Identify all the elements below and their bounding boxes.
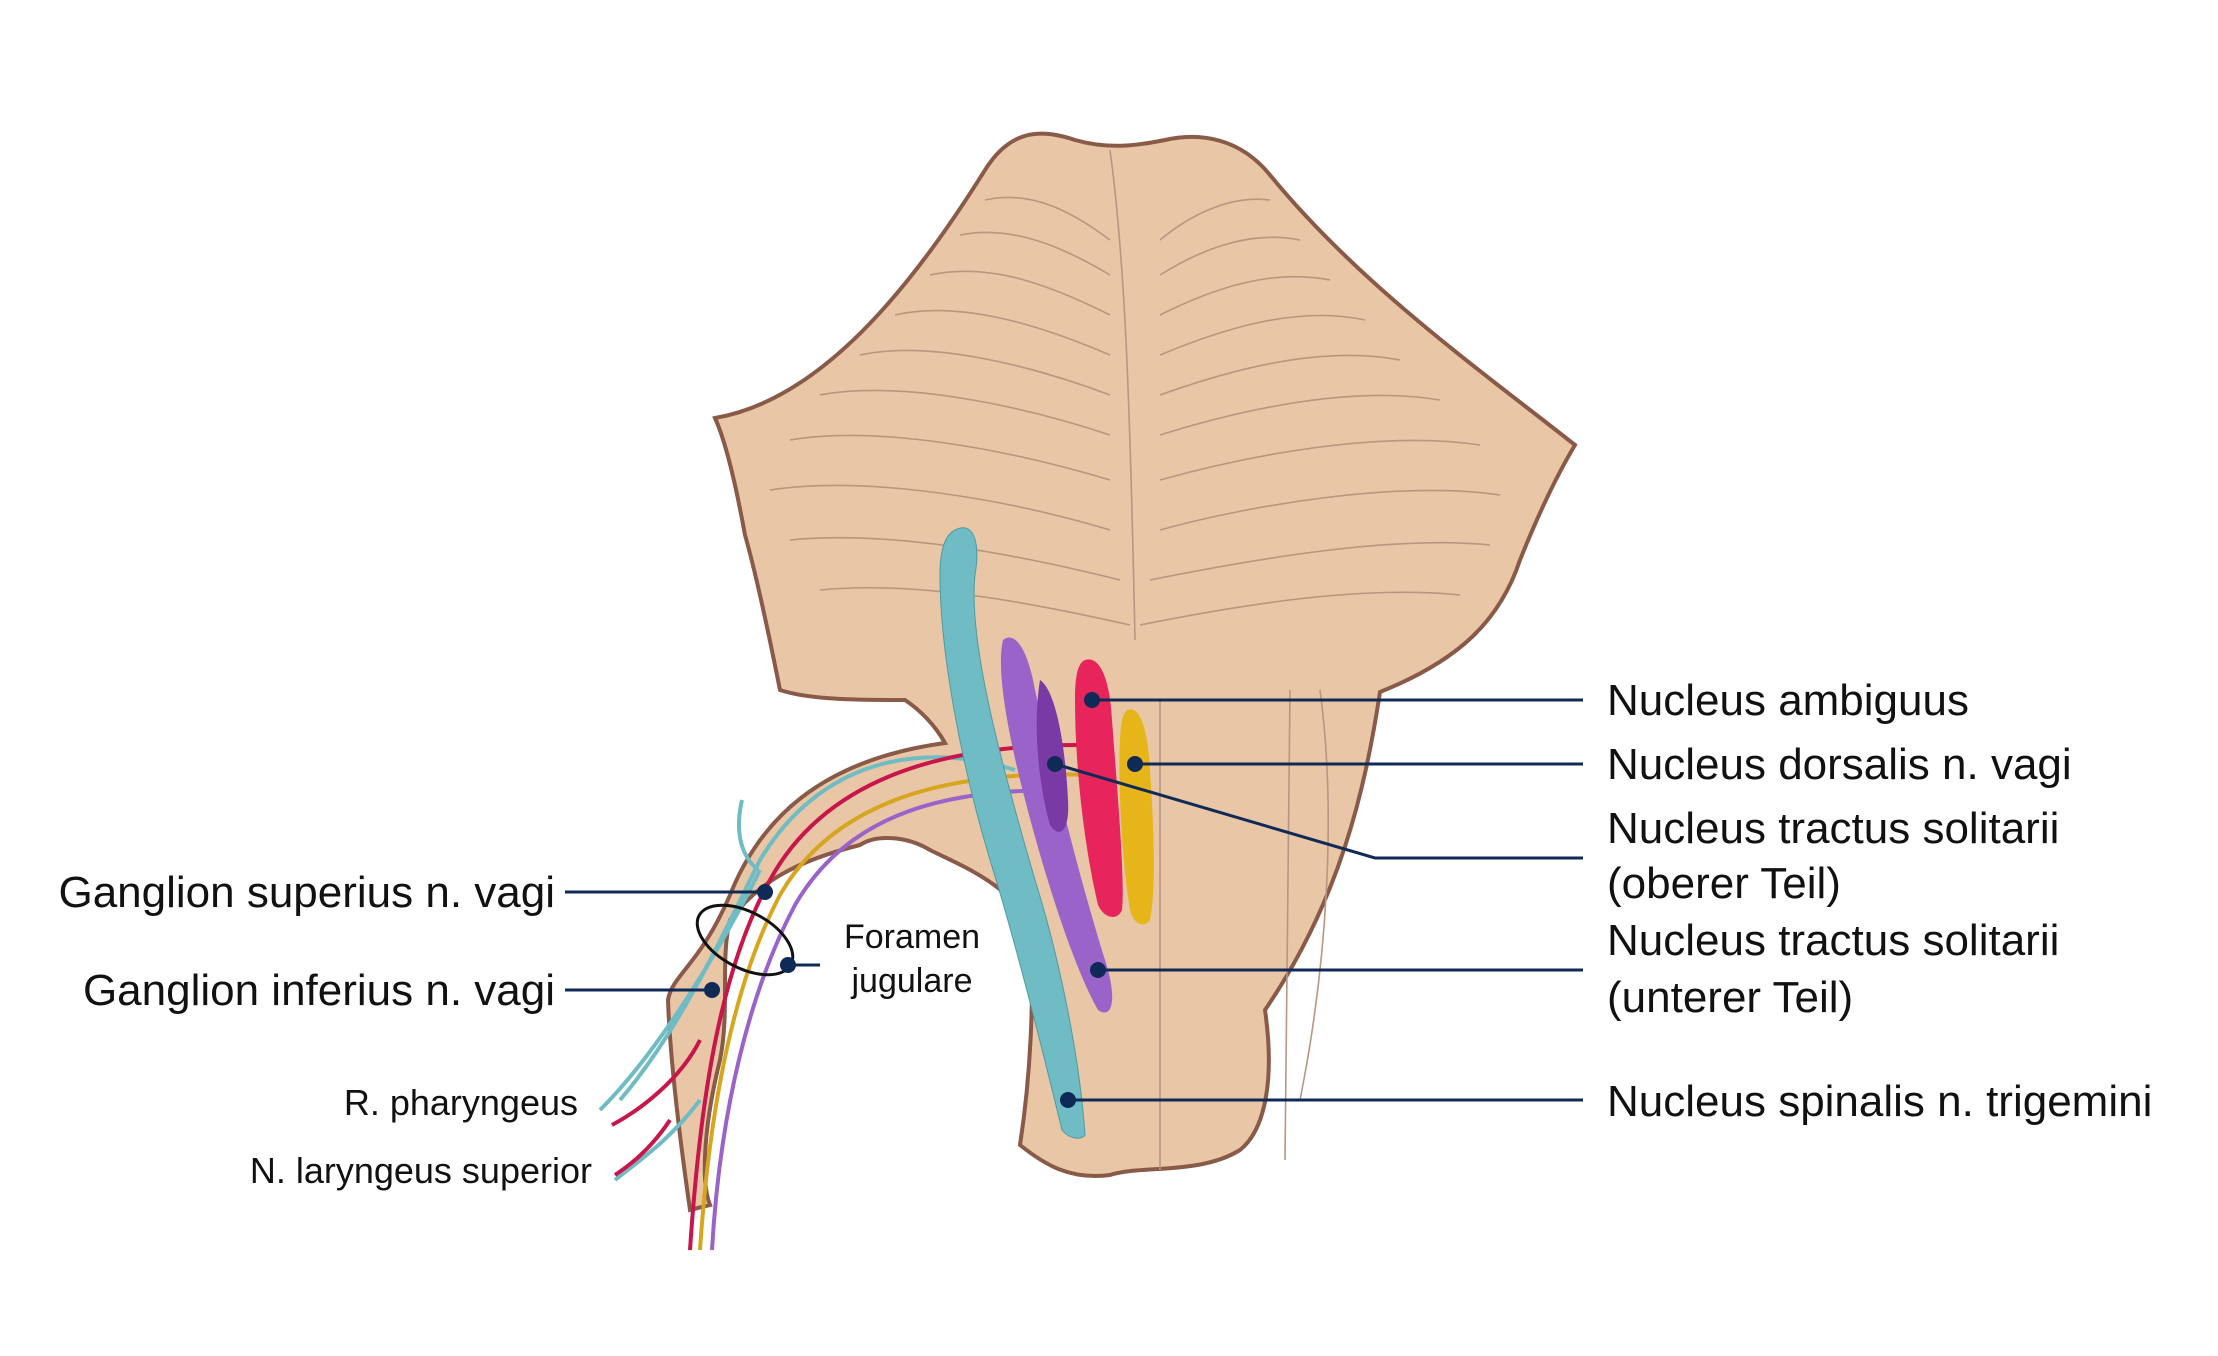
- dot-nucleus-dorsalis: [1127, 756, 1143, 772]
- label-tractus-unterer-1: Nucleus tractus solitarii: [1607, 916, 2059, 965]
- label-r-pharyngeus: R. pharyngeus: [344, 1082, 578, 1123]
- nerve-teal-branch: [613, 1098, 702, 1182]
- dot-spinalis-trigemini: [1060, 1092, 1076, 1108]
- nerve-purple-fiber: [710, 788, 1061, 1251]
- label-foramen-2: jugulare: [851, 962, 973, 1000]
- label-nucleus-dorsalis: Nucleus dorsalis n. vagi: [1607, 740, 2072, 789]
- label-n-laryngeus-superior: N. laryngeus superior: [250, 1150, 592, 1191]
- label-nucleus-ambiguus: Nucleus ambiguus: [1607, 676, 1969, 725]
- dot-tractus-oberer: [1047, 756, 1063, 772]
- label-tractus-unterer-2: (unterer Teil): [1607, 973, 1853, 1022]
- dot-ganglion-inferius: [704, 982, 720, 998]
- label-ganglion-superius: Ganglion superius n. vagi: [58, 868, 555, 917]
- label-tractus-oberer-1: Nucleus tractus solitarii: [1607, 804, 2059, 853]
- label-spinalis-trigemini: Nucleus spinalis n. trigemini: [1607, 1077, 2152, 1126]
- dot-foramen: [780, 957, 796, 973]
- nerve-teal-top-sprout: [737, 799, 760, 872]
- nerve-red-laryngeus: [613, 1118, 672, 1177]
- dot-nucleus-ambiguus: [1084, 692, 1100, 708]
- nerve-teal-lower: [598, 869, 762, 1112]
- leader-dots: [704, 692, 1143, 1108]
- label-foramen-1: Foramen: [844, 918, 980, 956]
- nerve-red-branch: [611, 1039, 702, 1127]
- nucleus-spinalis-trigemini-shape: [939, 527, 1086, 1139]
- dot-ganglion-superius: [757, 884, 773, 900]
- brainstem-outline: [665, 131, 1578, 1213]
- dot-tractus-unterer: [1090, 962, 1106, 978]
- nucleus-ambiguus-shape: [1075, 659, 1123, 917]
- nucleus-tractus-solitarii-upper-shape: [1036, 680, 1069, 832]
- leader-lines: [565, 698, 1583, 1102]
- label-ganglion-inferius: Ganglion inferius n. vagi: [83, 966, 555, 1015]
- nerve-teal-fiber: [618, 755, 1016, 1102]
- label-tractus-oberer-2: (oberer Teil): [1607, 859, 1841, 908]
- cerebellum-folds: [769, 149, 1501, 1170]
- leader-tractus-oberer: [1054, 762, 1583, 860]
